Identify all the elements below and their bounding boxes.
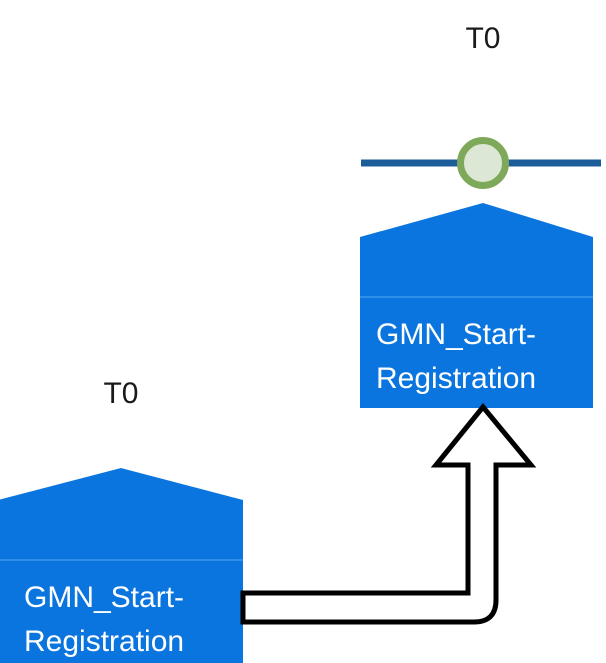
node-top-label-line2: Registration: [376, 362, 536, 395]
message-arrow[interactable]: [240, 403, 537, 625]
gate-outer-ring[interactable]: [457, 137, 509, 189]
time-label-bottom: T0: [103, 377, 138, 410]
node-bottom-label-line2: Registration: [24, 625, 184, 658]
node-top-shape[interactable]: [360, 203, 593, 408]
gate-node[interactable]: [457, 137, 509, 189]
node-bottom-shape[interactable]: [0, 468, 243, 663]
time-label-top: T0: [465, 22, 500, 55]
gmn-start-registration-top[interactable]: GMN_Start- Registration: [360, 203, 593, 408]
node-top-label-line1: GMN_Start-: [376, 318, 536, 351]
gmn-start-registration-bottom[interactable]: GMN_Start- Registration: [0, 468, 243, 663]
node-bottom-label-line1: GMN_Start-: [24, 581, 184, 614]
